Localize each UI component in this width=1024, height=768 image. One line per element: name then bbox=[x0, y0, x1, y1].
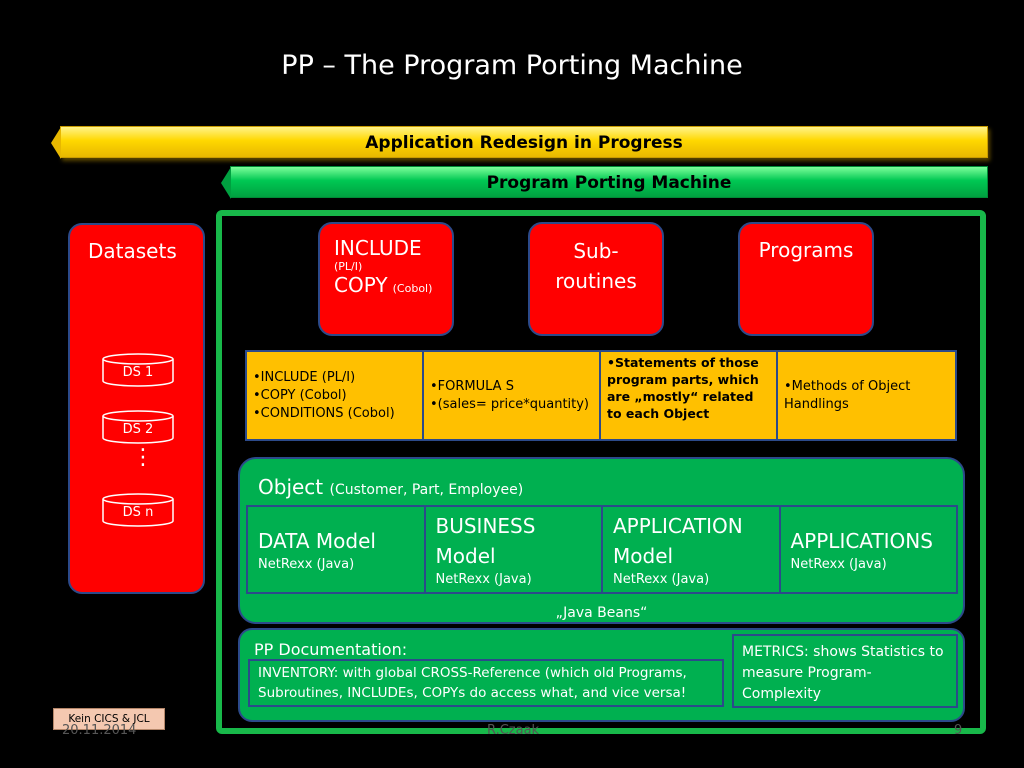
list-item: •COPY (Cobol) bbox=[253, 387, 347, 403]
dataset-dsn-label: DS n bbox=[122, 505, 154, 520]
object-box: Object (Customer, Part, Employee) DATA M… bbox=[238, 457, 965, 624]
dataset-ds2-label: DS 2 bbox=[122, 422, 154, 437]
copy-label: COPY bbox=[334, 273, 388, 297]
footer-page-number: 9 bbox=[954, 723, 963, 738]
database-icon bbox=[102, 353, 174, 387]
machine-frame bbox=[216, 210, 986, 734]
documentation-title: PP Documentation: bbox=[254, 640, 408, 659]
java-beans-label: „Java Beans“ bbox=[555, 605, 648, 621]
model-row: DATA Model NetRexx (Java) BUSINESS Model… bbox=[246, 505, 958, 594]
programs-label: Programs bbox=[758, 238, 854, 262]
slide-title: PP – The Program Porting Machine bbox=[281, 50, 743, 81]
database-icon bbox=[102, 410, 174, 444]
model-title: BUSINESS Model bbox=[435, 513, 536, 568]
include-pli-label: (PL/I) bbox=[334, 260, 363, 273]
yellow-cell-formulas: •FORMULA S •(sales= price*quantity) bbox=[424, 352, 599, 439]
yellow-cell-statements: •Statements of those program parts, whic… bbox=[601, 352, 776, 439]
documentation-box: PP Documentation: INVENTORY: with global… bbox=[238, 628, 965, 722]
model-title: APPLICATIONS bbox=[790, 528, 933, 553]
business-model-cell: BUSINESS Model NetRexx (Java) bbox=[425, 507, 601, 592]
model-language: NetRexx (Java) bbox=[613, 571, 710, 587]
list-item: •(sales= price*quantity) bbox=[430, 396, 590, 412]
footer-author: R.Czaak bbox=[487, 723, 540, 738]
dataset-ds1-cylinder: DS 1 bbox=[102, 353, 174, 387]
model-language: NetRexx (Java) bbox=[435, 571, 532, 587]
dataset-dsn-cylinder: DS n bbox=[102, 493, 174, 527]
metrics-box: METRICS: shows Statistics to measure Pro… bbox=[732, 634, 958, 708]
include-copy-box: INCLUDE (PL/I) COPY (Cobol) bbox=[318, 222, 454, 336]
dataset-ds2-cylinder: DS 2 bbox=[102, 410, 174, 444]
list-item: •CONDITIONS (Cobol) bbox=[253, 405, 395, 421]
footer-date: 20.11.2014 bbox=[62, 723, 137, 738]
list-item: •FORMULA S bbox=[430, 378, 514, 394]
database-icon bbox=[102, 493, 174, 527]
yellow-cell-includes: •INCLUDE (PL/I) •COPY (Cobol) •CONDITION… bbox=[247, 352, 422, 439]
datasets-label: Datasets bbox=[88, 239, 177, 263]
no-cics-note: Kein CICS & JCL bbox=[53, 708, 165, 730]
redesign-banner: Application Redesign in Progress bbox=[51, 126, 988, 159]
datasets-ellipsis: ⋮ bbox=[132, 445, 154, 470]
list-item: •Statements of those program parts, whic… bbox=[607, 355, 759, 421]
object-label: Object bbox=[258, 475, 324, 499]
application-model-cell: APPLICATION Model NetRexx (Java) bbox=[603, 507, 779, 592]
porting-banner: Program Porting Machine bbox=[221, 166, 988, 199]
applications-cell: APPLICATIONS NetRexx (Java) bbox=[780, 507, 956, 592]
dataset-ds1-label: DS 1 bbox=[122, 365, 154, 380]
model-language: NetRexx (Java) bbox=[258, 556, 355, 572]
source-elements-table: •INCLUDE (PL/I) •COPY (Cobol) •CONDITION… bbox=[245, 350, 957, 441]
inventory-box: INVENTORY: with global CROSS-Reference (… bbox=[248, 659, 724, 707]
subroutines-label-line2: routines bbox=[555, 269, 637, 293]
programs-box: Programs bbox=[738, 222, 874, 336]
include-label: INCLUDE bbox=[334, 236, 422, 260]
list-item: •INCLUDE (PL/I) bbox=[253, 369, 356, 385]
model-language: NetRexx (Java) bbox=[790, 556, 887, 572]
yellow-cell-methods: •Methods of Object Handlings bbox=[778, 352, 955, 439]
copy-cobol-label: (Cobol) bbox=[392, 282, 433, 295]
subroutines-box: Sub- routines bbox=[528, 222, 664, 336]
datasets-box: Datasets DS 1 DS 2 ⋮ DS n bbox=[68, 223, 205, 594]
model-title: DATA Model bbox=[258, 528, 376, 553]
list-item: •Methods of Object Handlings bbox=[784, 378, 911, 412]
object-title: Object (Customer, Part, Employee) bbox=[258, 475, 523, 499]
model-title: APPLICATION Model bbox=[613, 513, 743, 568]
data-model-cell: DATA Model NetRexx (Java) bbox=[248, 507, 424, 592]
subroutines-label-line1: Sub- bbox=[573, 239, 619, 263]
object-subtitle: (Customer, Part, Employee) bbox=[329, 482, 524, 498]
